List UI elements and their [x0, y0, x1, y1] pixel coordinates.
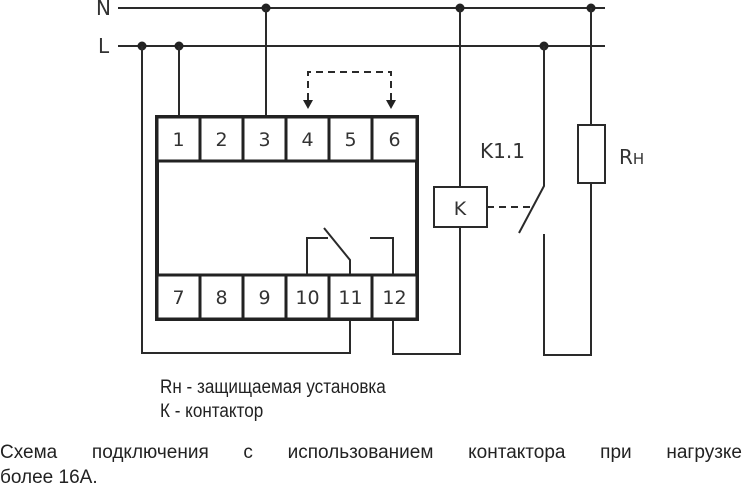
terminal-cell	[370, 273, 419, 321]
terminal-number: 2	[215, 129, 227, 151]
coil-label: K	[454, 198, 467, 220]
load-resistor	[577, 124, 606, 184]
caption-line-1: Схема подключения с использованием конта…	[0, 442, 742, 463]
contact-label: K1.1	[480, 139, 525, 163]
load-label: RH	[619, 145, 644, 169]
caption-line-2: более 16А.	[0, 467, 98, 488]
legend-contactor: К - контактор	[160, 401, 264, 422]
contactor-coil: K	[433, 186, 488, 228]
terminal-number: 3	[258, 129, 270, 151]
legend-load: Rн - защищаемая установка	[160, 377, 386, 398]
terminal-number: 4	[301, 129, 313, 151]
terminal-cell	[198, 115, 245, 163]
terminal-number: 9	[258, 287, 270, 309]
terminal-cell	[370, 115, 419, 163]
line-label: L	[98, 34, 110, 58]
neutral-label: N	[96, 0, 111, 20]
terminal-number: 8	[215, 287, 227, 309]
terminal-number: 7	[172, 287, 184, 309]
wires	[141, 8, 592, 356]
terminal-number: 11	[338, 287, 362, 309]
terminal-number: 10	[295, 287, 319, 309]
jumper-4-6	[303, 71, 396, 109]
terminal-cell	[241, 273, 288, 321]
terminal-number: 12	[382, 287, 406, 309]
terminal-number: 5	[344, 129, 356, 151]
terminal-number: 6	[388, 129, 400, 151]
terminal-cell	[155, 115, 202, 163]
junction-dots	[137, 3, 596, 51]
terminal-number: 1	[172, 129, 184, 151]
